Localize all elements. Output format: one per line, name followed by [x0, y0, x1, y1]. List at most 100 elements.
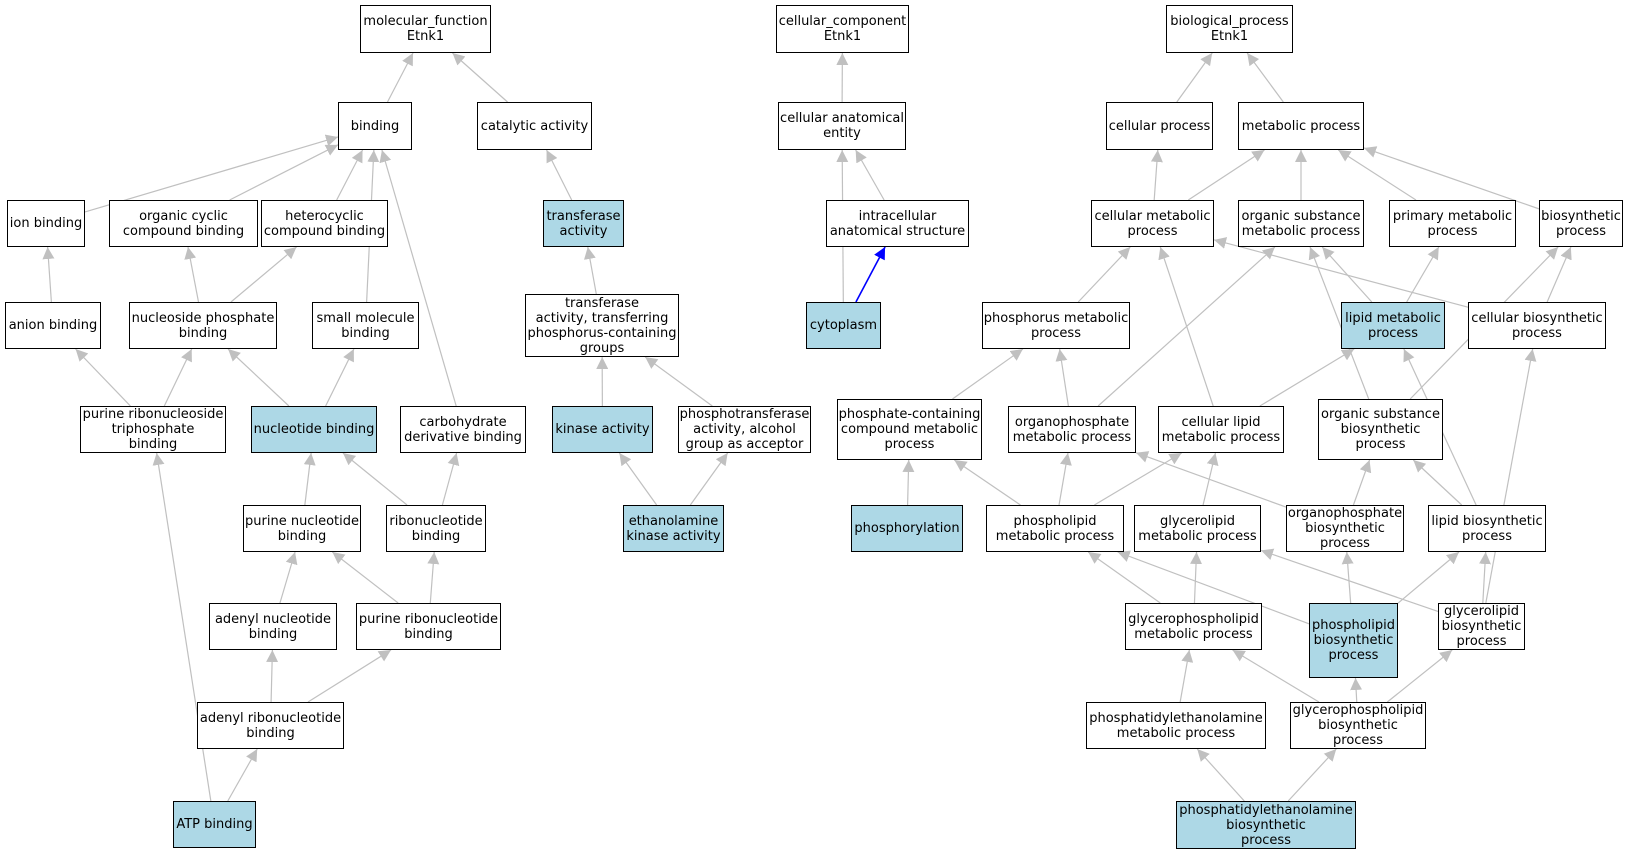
go-term-catalytic[interactable]: catalytic activity	[477, 102, 592, 150]
go-term-cellproc[interactable]: cellular process	[1106, 102, 1213, 150]
go-term-biosyn[interactable]: biosynthetic process	[1539, 200, 1623, 247]
edge-nucbind-to-smallmol	[325, 348, 355, 407]
edge-pebp-to-gplbp	[1287, 748, 1337, 802]
go-term-pemp[interactable]: phosphatidylethanolamine metabolic proce…	[1086, 702, 1266, 749]
edge-adenyl-to-purnuc	[279, 551, 298, 604]
go-term-ionbind[interactable]: ion binding	[7, 200, 85, 247]
edge-purnuc-to-nucbind	[303, 452, 316, 506]
edge-pccmp-to-phosmp	[952, 348, 1024, 400]
edge-lipidmp-to-osmp	[1321, 246, 1373, 303]
edge-carbo-to-binding	[379, 149, 457, 407]
go-term-phosphotrans[interactable]: phosphotransferase activity, alcohol gro…	[678, 406, 811, 453]
edge-lbp-to-osbp	[1412, 459, 1463, 506]
go-term-clmp[interactable]: cellular lipid metabolic process	[1158, 406, 1284, 453]
go-term-glmp[interactable]: glycerolipid metabolic process	[1134, 505, 1261, 552]
go-term-phosphorylation[interactable]: phosphorylation	[851, 505, 963, 552]
edge-catalytic-to-mf	[452, 52, 508, 103]
go-term-nucphos[interactable]: nucleoside phosphate binding	[129, 302, 277, 349]
edge-cmp-to-cellproc	[1150, 149, 1163, 201]
go-term-cmp[interactable]: cellular metabolic process	[1091, 200, 1214, 247]
edge-anion-to-ionbind	[42, 246, 55, 303]
edge-cellproc-to-bp	[1176, 52, 1213, 103]
go-term-metproc[interactable]: metabolic process	[1238, 102, 1364, 150]
go-term-transferase[interactable]: transferase activity	[543, 200, 624, 247]
edge-gplmp-to-glmp	[1190, 551, 1203, 604]
go-term-prntp[interactable]: purine ribonucleoside triphosphate bindi…	[80, 406, 226, 453]
edge-cbp-to-biosyn	[1546, 246, 1572, 303]
go-term-binding[interactable]: binding	[338, 102, 412, 150]
go-term-transphos[interactable]: transferase activity, transferring phosp…	[525, 294, 679, 357]
edge-nucphos-to-orgcyc	[184, 246, 200, 303]
go-term-hetcyc[interactable]: heterocyclic compound binding	[261, 200, 388, 247]
go-term-cae[interactable]: cellular anatomical entity	[778, 102, 906, 150]
edge-atp-to-adenylribo	[227, 748, 258, 802]
edge-lipidmp-to-pmp	[1406, 246, 1440, 303]
edge-plbp-to-lbp	[1397, 551, 1460, 604]
edge-ribonuc-to-carbo	[441, 452, 460, 506]
go-term-lbp[interactable]: lipid biosynthetic process	[1428, 505, 1546, 552]
edge-ias-to-cae	[855, 149, 885, 201]
edge-gplbp-to-plbp	[1350, 677, 1363, 703]
edge-opbp-to-osbp	[1352, 459, 1372, 506]
go-term-osmp[interactable]: organic substance metabolic process	[1238, 200, 1364, 247]
edge-gplbp-to-glbp	[1386, 649, 1453, 703]
edge-ribonuc-to-nucbind	[342, 452, 408, 506]
edge-plmp-to-opmp	[1058, 452, 1072, 506]
edge-plbp-to-plmp	[1117, 550, 1310, 625]
edge-clmp-to-lipidmp	[1259, 348, 1355, 407]
go-term-orgcyc[interactable]: organic cyclic compound binding	[109, 200, 258, 247]
edge-orgcyc-to-binding	[229, 144, 339, 201]
go-term-plbp[interactable]: phospholipid biosynthetic process	[1309, 603, 1398, 678]
edge-transferase-to-catalytic	[546, 149, 573, 201]
edge-glbp-to-glmp	[1260, 548, 1439, 613]
go-term-pmp[interactable]: primary metabolic process	[1389, 200, 1516, 247]
go-term-bp[interactable]: biological_process Etnk1	[1166, 5, 1293, 53]
edge-pebp-to-pemp	[1196, 748, 1245, 802]
go-term-mf[interactable]: molecular_function Etnk1	[360, 5, 491, 53]
go-term-pebp[interactable]: phosphatidylethanolamine biosynthetic pr…	[1176, 801, 1356, 849]
go-term-etnk[interactable]: ethanolamine kinase activity	[623, 505, 724, 552]
go-term-osbp[interactable]: organic substance biosynthetic process	[1318, 399, 1443, 460]
edge-opmp-to-osmp	[1097, 246, 1276, 407]
go-term-ribonuc[interactable]: ribonucleotide binding	[386, 505, 486, 552]
go-term-carbo[interactable]: carbohydrate derivative binding	[400, 406, 526, 453]
go-term-phosmp[interactable]: phosphorus metabolic process	[982, 302, 1130, 349]
go-term-cbp[interactable]: cellular biosynthetic process	[1468, 302, 1606, 349]
edge-etnk-to-kinase	[618, 452, 658, 506]
edge-cbp-to-cmp	[1213, 237, 1469, 308]
go-term-adenylribo[interactable]: adenyl ribonucleotide binding	[197, 702, 344, 749]
edge-adenylribo-to-purribo	[307, 649, 392, 703]
direct-edge-cytoplasm-to-ias	[855, 246, 886, 303]
edge-prntp-to-anion	[75, 348, 131, 407]
go-term-anion[interactable]: anion binding	[5, 302, 101, 349]
go-term-opbp[interactable]: organophosphate biosynthetic process	[1286, 505, 1404, 552]
edge-pemp-to-gplmp	[1179, 649, 1194, 703]
go-term-cytoplasm[interactable]: cytoplasm	[806, 302, 881, 349]
go-term-nucbind[interactable]: nucleotide binding	[251, 406, 377, 453]
edge-opbp-to-opmp	[1135, 451, 1287, 508]
go-term-plmp[interactable]: phospholipid metabolic process	[986, 505, 1124, 552]
go-term-purnuc[interactable]: purine nucleotide binding	[243, 505, 361, 552]
go-term-lipidmp[interactable]: lipid metabolic process	[1341, 302, 1445, 349]
go-term-smallmol[interactable]: small molecule binding	[312, 302, 419, 349]
edge-plmp-to-pccmp	[953, 459, 1021, 506]
edge-transphos-to-transferase	[584, 246, 597, 295]
edge-biosyn-to-metproc	[1363, 146, 1540, 210]
go-term-gplbp[interactable]: glycerophospholipid biosynthetic process	[1290, 702, 1426, 749]
go-term-atp[interactable]: ATP binding	[173, 801, 256, 848]
go-term-ias[interactable]: intracellular anatomical structure	[826, 200, 969, 247]
go-term-gplmp[interactable]: glycerophospholipid metabolic process	[1125, 603, 1262, 650]
edge-metproc-to-bp	[1246, 52, 1284, 103]
edge-etnk-to-phosphotrans	[689, 452, 729, 506]
go-term-adenyl[interactable]: adenyl nucleotide binding	[209, 603, 337, 650]
go-term-kinase[interactable]: kinase activity	[552, 406, 653, 453]
go-term-purribo[interactable]: purine ribonucleotide binding	[356, 603, 501, 650]
edge-phosmp-to-cmp	[1077, 246, 1131, 303]
go-term-opmp[interactable]: organophosphate metabolic process	[1008, 406, 1136, 453]
go-term-cc[interactable]: cellular_component Etnk1	[776, 5, 909, 53]
go-term-pccmp[interactable]: phosphate-containing compound metabolic …	[837, 399, 982, 460]
edge-nucbind-to-nucphos	[227, 348, 290, 407]
go-term-glbp[interactable]: glycerolipid biosynthetic process	[1438, 603, 1525, 650]
